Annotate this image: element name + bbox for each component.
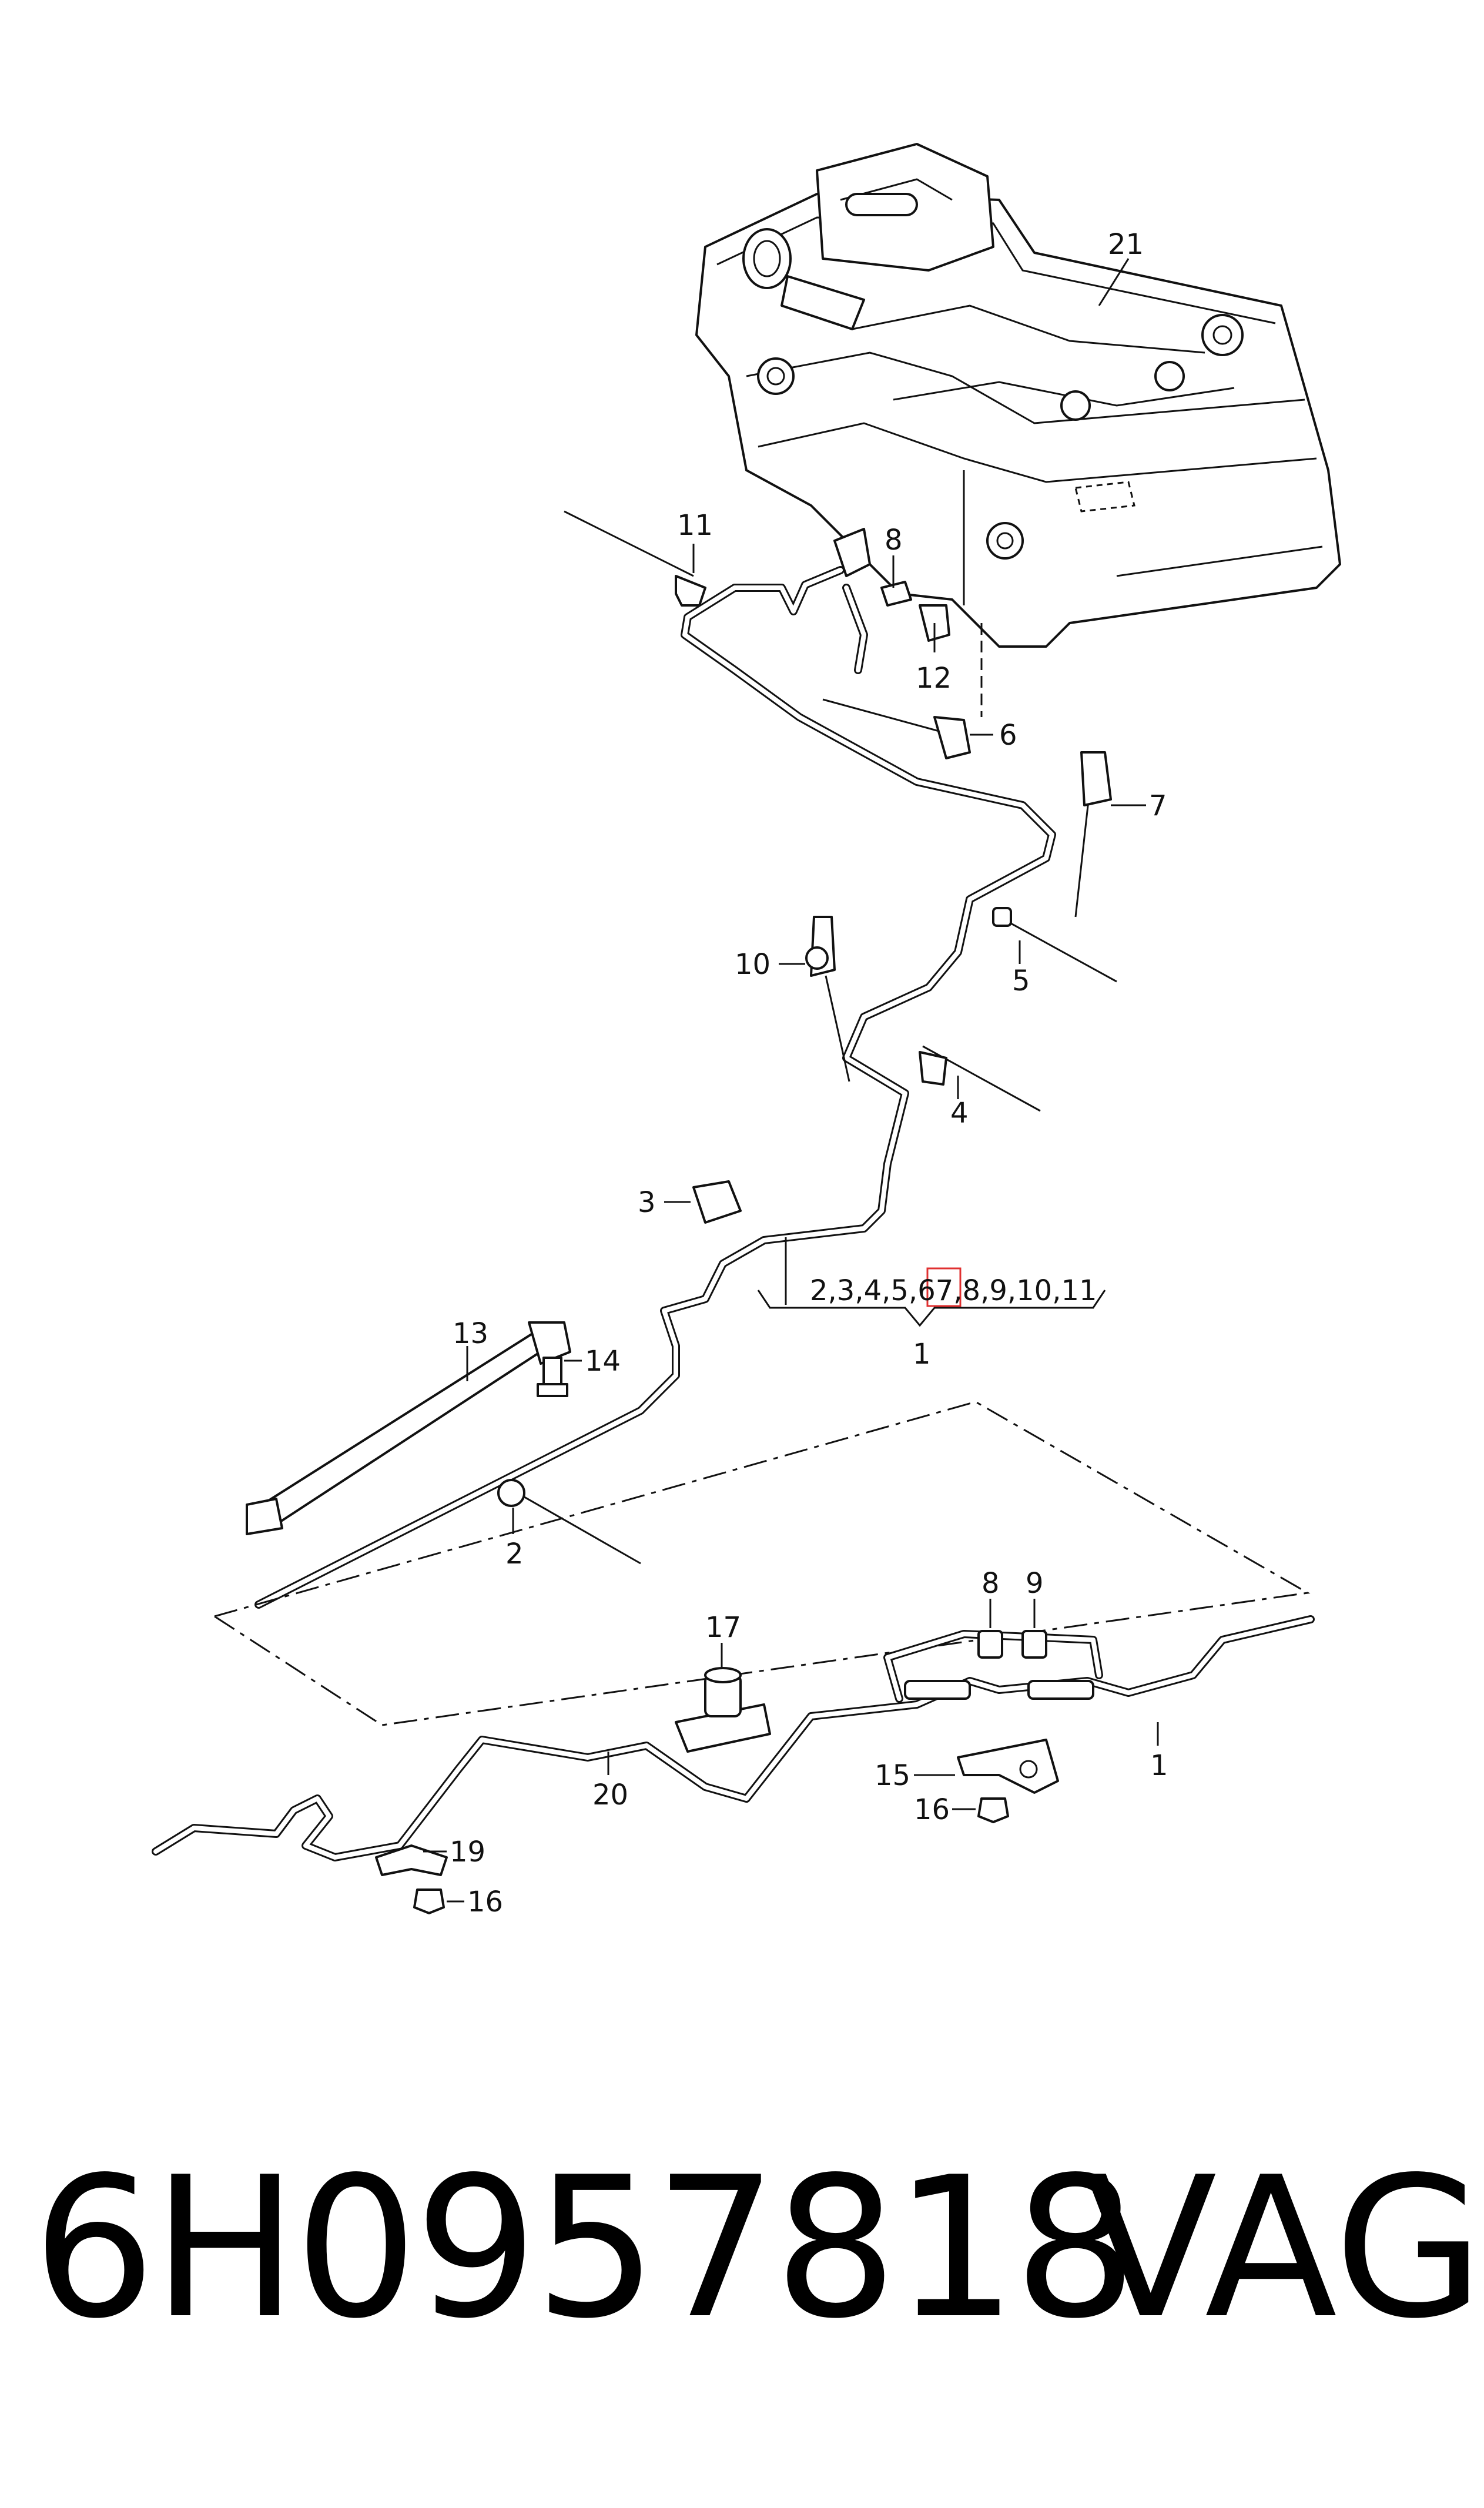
dashed-zone — [212, 1401, 1311, 1726]
parts-diagram: 21 11 8 12 6 7 10 — [152, 143, 1341, 1918]
filter-element — [904, 1680, 971, 1700]
callout-4: 4 — [950, 1097, 969, 1130]
callout-3: 3 — [638, 1186, 656, 1219]
callout-19: 19 — [450, 1836, 485, 1869]
hose-connector-small — [880, 581, 912, 607]
cable-tie-6 — [822, 698, 971, 759]
callout-6: 6 — [999, 719, 1017, 752]
part-number: 6H0957818 — [32, 2135, 1137, 2361]
hose-connector-top — [833, 528, 871, 577]
callout-16-left: 16 — [467, 1886, 503, 1918]
callout-9: 9 — [1026, 1567, 1044, 1600]
callout-1-group: 1 — [913, 1338, 931, 1371]
leader-21 — [1098, 258, 1130, 306]
brand-label: VAG — [1084, 2135, 1484, 2361]
callout-2: 2 — [505, 1538, 524, 1571]
callout-17: 17 — [705, 1611, 741, 1644]
callout-8-lower: 8 — [981, 1567, 1000, 1600]
nut-16-right — [977, 1797, 1009, 1823]
cable-tie-7 — [1074, 751, 1112, 918]
connector-9 — [1021, 1630, 1047, 1659]
nut-16-left — [413, 1888, 445, 1914]
vent-hose-upper — [254, 566, 1056, 1609]
strap-13 — [246, 1321, 571, 1535]
cable-tie-2 — [497, 1479, 641, 1565]
group-list: 2,3,4,5,67,8,9,10,11 — [810, 1274, 1097, 1307]
filter-element-2 — [1027, 1680, 1094, 1700]
callout-1-lower: 1 — [1150, 1749, 1168, 1782]
connector-8-lower — [977, 1630, 1003, 1659]
highlight-box — [926, 1267, 962, 1307]
callout-20: 20 — [592, 1779, 628, 1811]
callout-11: 11 — [677, 509, 713, 542]
clip-3 — [692, 1180, 742, 1224]
callout-5: 5 — [1012, 965, 1030, 997]
callout-21: 21 — [1108, 228, 1144, 261]
cable-tie-11 — [564, 510, 706, 607]
vent-pipe-lower — [152, 1615, 1315, 1861]
cable-tie-10 — [805, 916, 850, 1082]
fuel-tank — [695, 143, 1341, 648]
callout-12: 12 — [916, 662, 952, 695]
callout-13: 13 — [453, 1317, 488, 1350]
callout-10: 10 — [735, 948, 771, 981]
bolt-14 — [537, 1357, 568, 1397]
valve-17 — [675, 1667, 771, 1753]
callout-15: 15 — [875, 1759, 910, 1792]
callout-8-upper: 8 — [885, 524, 903, 557]
group-bracket — [757, 1237, 1106, 1327]
callout-7: 7 — [1149, 789, 1167, 822]
callout-14: 14 — [585, 1345, 621, 1378]
cable-tie-5 — [992, 907, 1117, 983]
bracket-19 — [375, 1844, 448, 1876]
callout-16-right: 16 — [914, 1793, 950, 1826]
bracket-15 — [957, 1739, 1059, 1794]
cable-tie-4 — [919, 1045, 1041, 1112]
